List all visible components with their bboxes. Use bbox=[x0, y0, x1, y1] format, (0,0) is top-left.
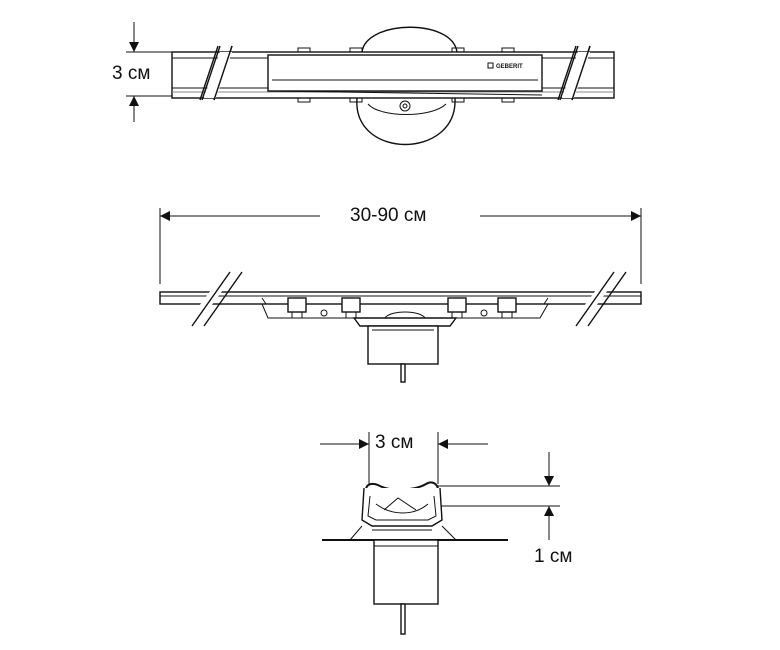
brand-square-icon bbox=[487, 62, 494, 69]
drain-pipe-side bbox=[400, 363, 406, 383]
drain-screw-icon bbox=[399, 100, 411, 112]
top-height-label: 3 см bbox=[112, 63, 151, 84]
channel-profile bbox=[361, 487, 443, 527]
cross-depth-label: 1 см bbox=[534, 546, 573, 567]
cross-width-label: 3 см bbox=[375, 432, 414, 453]
length-range-label: 30-90 см bbox=[350, 205, 427, 226]
drain-pipe-section bbox=[400, 603, 406, 635]
brand-mark: GEBERIT bbox=[496, 64, 523, 70]
top-view: GEBERIT bbox=[126, 22, 615, 146]
trap-circle-lower bbox=[356, 97, 456, 146]
trap-circle-upper bbox=[361, 26, 458, 53]
side-view bbox=[159, 208, 642, 383]
trap-body-section bbox=[373, 539, 439, 605]
trap-body-side bbox=[367, 325, 439, 365]
channel-side bbox=[159, 291, 642, 305]
cross-section bbox=[320, 432, 560, 635]
cover-plate bbox=[267, 54, 543, 92]
